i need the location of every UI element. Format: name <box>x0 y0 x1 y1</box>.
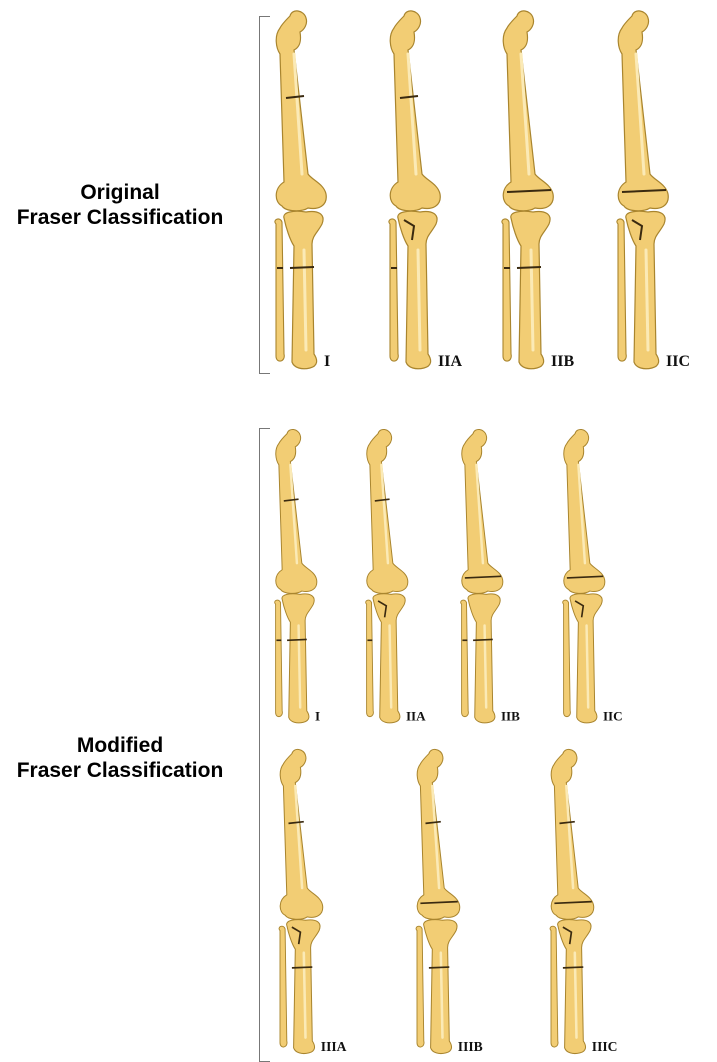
type-label-i: I <box>324 353 330 370</box>
femur-icon <box>618 11 668 211</box>
femur-icon <box>551 749 594 919</box>
fibula-icon <box>366 600 374 717</box>
tibia-highlight <box>531 250 533 350</box>
femur-icon <box>462 429 503 593</box>
leg-iia-s1: IIA <box>366 429 426 723</box>
fracture-line-icon <box>517 267 541 268</box>
leg-iiic-s1: IIIC <box>550 749 617 1054</box>
leg-iic-s0: IIC <box>617 11 690 370</box>
fibula-icon <box>416 926 424 1047</box>
tibia-highlight <box>485 626 487 708</box>
femur-icon <box>503 11 553 211</box>
type-label-iib: IIB <box>551 353 574 370</box>
fracture-line-icon <box>563 967 583 968</box>
fracture-line-icon <box>473 639 493 640</box>
tibia-highlight <box>304 953 306 1038</box>
type-label-iiia: IIIA <box>321 1039 347 1054</box>
type-label-iia: IIA <box>438 353 462 370</box>
fibula-icon <box>275 600 283 717</box>
tibia-highlight <box>575 953 577 1038</box>
type-label-iic: IIC <box>603 709 623 724</box>
femur-icon <box>276 11 326 211</box>
fibula-icon <box>563 600 571 717</box>
type-label-iiic: IIIC <box>592 1039 618 1054</box>
leg-iic-s1: IIC <box>563 429 623 723</box>
fibula-icon <box>617 219 626 361</box>
leg-iia-s0: IIA <box>389 11 463 370</box>
femur-icon <box>280 749 323 919</box>
fracture-line-icon <box>292 967 312 968</box>
tibia-highlight <box>646 250 648 350</box>
leg-iiib-s1: IIIB <box>416 749 483 1054</box>
type-label-iiib: IIIB <box>458 1039 483 1054</box>
fibula-icon <box>279 926 287 1047</box>
femur-icon <box>367 429 408 593</box>
femur-icon <box>417 749 460 919</box>
type-label-iia: IIA <box>406 709 426 724</box>
fracture-line-icon <box>290 267 314 268</box>
fracture-line-icon <box>429 967 449 968</box>
leg-i-s1: I <box>275 429 320 723</box>
fracture-line-icon <box>287 639 307 640</box>
tibia-highlight <box>299 626 301 708</box>
type-label-i: I <box>315 709 320 724</box>
tibia-highlight <box>587 626 589 708</box>
femur-icon <box>276 429 317 593</box>
fibula-icon <box>502 219 511 361</box>
femur-icon <box>390 11 440 211</box>
leg-iib-s0: IIB <box>502 11 575 370</box>
fibula-icon <box>389 219 398 361</box>
tibia-highlight <box>390 626 392 708</box>
fibula-icon <box>275 219 284 361</box>
tibia-highlight <box>441 953 443 1038</box>
leg-i-s0: I <box>275 11 330 370</box>
type-label-iic: IIC <box>666 353 690 370</box>
fibula-icon <box>461 600 469 717</box>
tibia-highlight <box>418 250 420 350</box>
type-label-iib: IIB <box>501 709 520 724</box>
femur-icon <box>564 429 605 593</box>
leg-iiia-s1: IIIA <box>279 749 347 1054</box>
fibula-icon <box>550 926 558 1047</box>
leg-iib-s1: IIB <box>461 429 520 723</box>
tibia-highlight <box>304 250 306 350</box>
